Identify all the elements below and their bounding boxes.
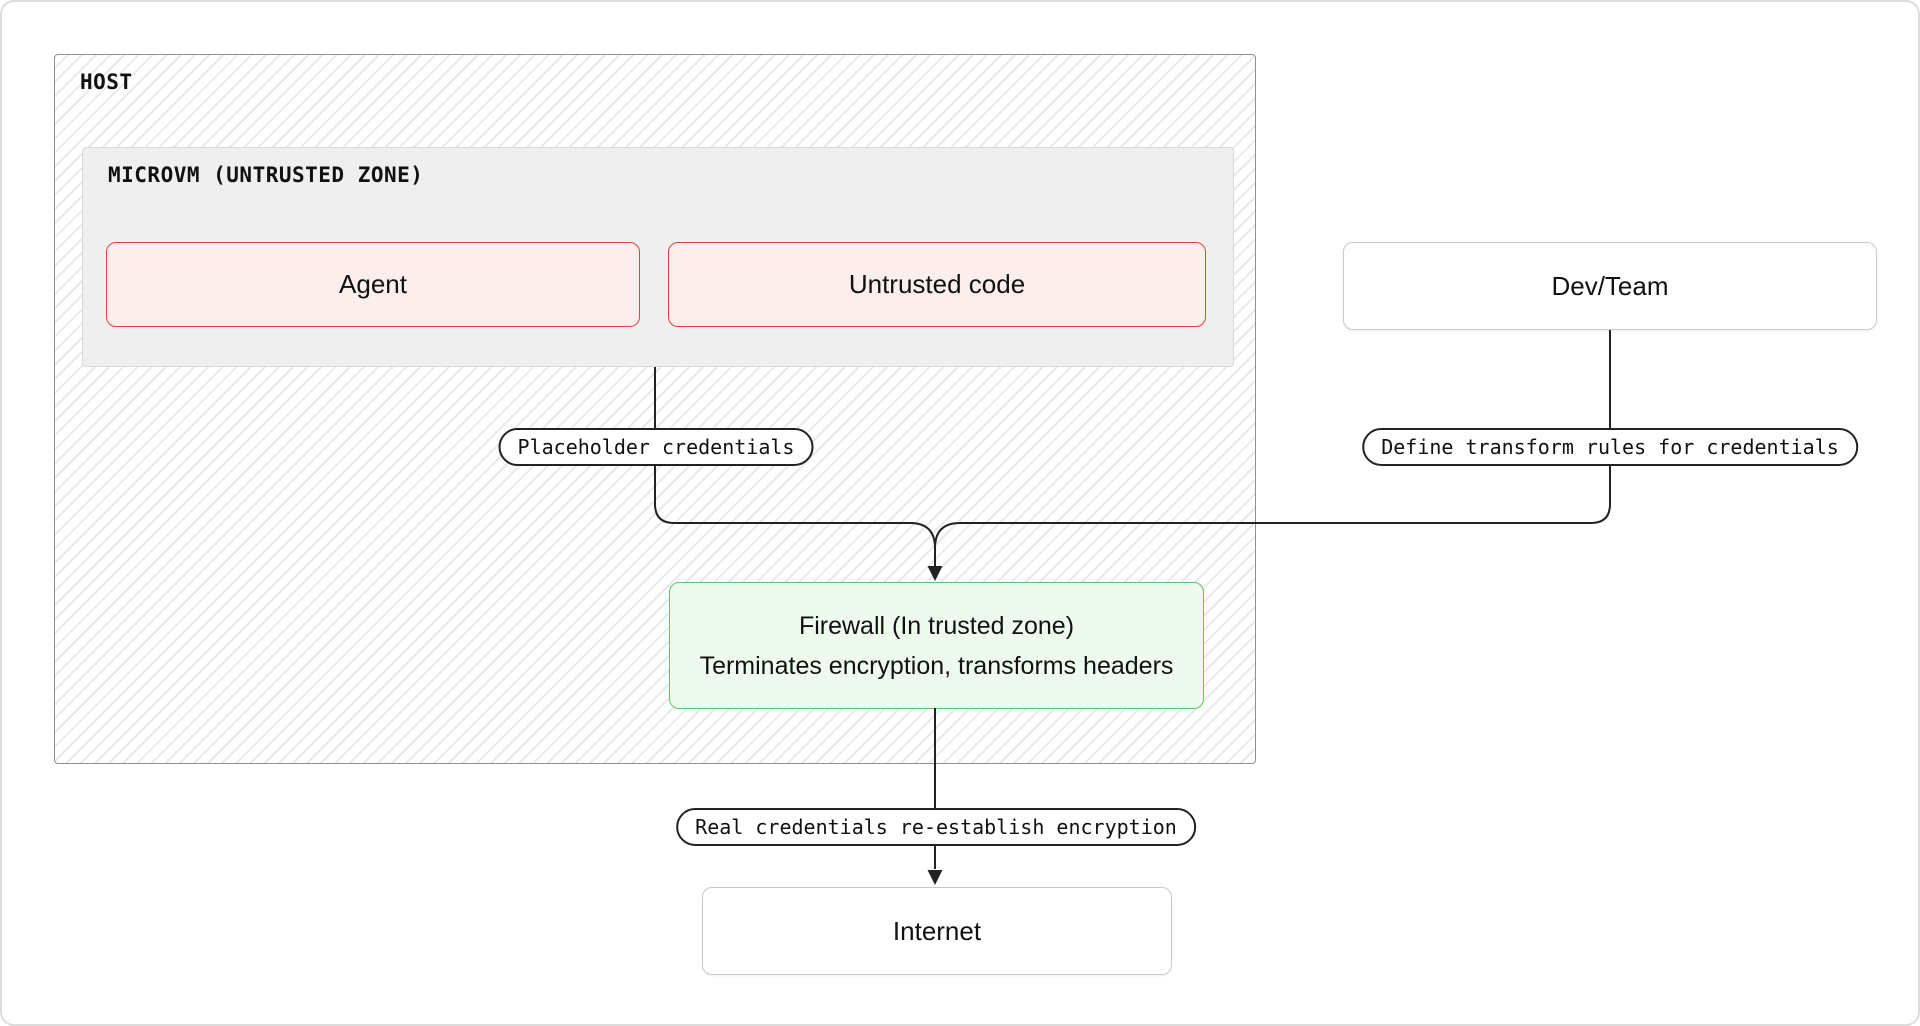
node-dev-team-label: Dev/Team [1551,270,1669,301]
host-zone-label: HOST [80,70,133,94]
edge-label-define-transform-rules: Define transform rules for credentials [1362,428,1858,466]
node-firewall-subtitle: Terminates encryption, transforms header… [699,651,1174,680]
node-internet: Internet [702,887,1172,975]
node-agent: Agent [106,242,640,327]
node-firewall: Firewall (In trusted zone) Terminates en… [669,582,1204,709]
node-untrusted-code: Untrusted code [668,242,1206,327]
microvm-zone-label: MICROVM (UNTRUSTED ZONE) [108,163,424,187]
node-agent-label: Agent [339,269,407,299]
node-untrusted-code-label: Untrusted code [848,269,1026,299]
arrowhead-down-internet-icon [927,870,943,885]
node-dev-team: Dev/Team [1343,242,1877,330]
node-firewall-title: Firewall (In trusted zone) [798,611,1075,640]
edge-label-real-credentials: Real credentials re-establish encryption [676,808,1196,846]
edge-label-placeholder-credentials: Placeholder credentials [498,428,814,466]
node-internet-label: Internet [892,915,982,946]
